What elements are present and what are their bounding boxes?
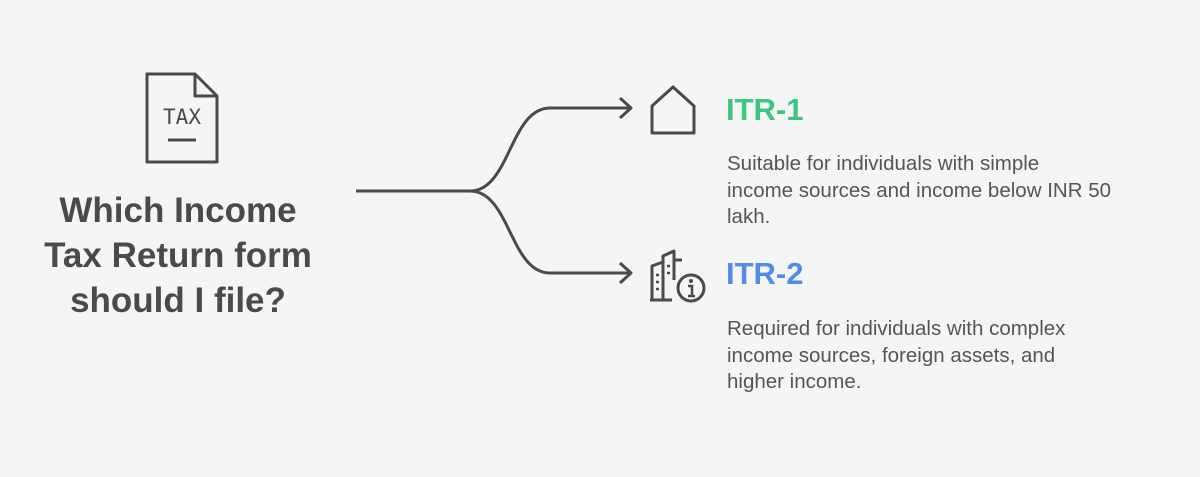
house-icon — [650, 85, 696, 135]
question-line-2: Tax Return form — [44, 236, 312, 275]
question-line-3: should I file? — [70, 281, 286, 320]
option-1-title: ITR-1 — [726, 92, 804, 127]
option-1-description: Suitable for individuals with simple inc… — [727, 151, 1167, 231]
question-line-1: Which Income — [59, 191, 297, 230]
option-1-description-line: income sources and income below INR 50 — [727, 178, 1111, 202]
option-2-title: ITR-2 — [726, 256, 804, 291]
question-heading: Which Income Tax Return form should I fi… — [28, 188, 328, 323]
option-1-description-line: lakh. — [727, 205, 771, 228]
option-2-description: Required for individuals with complex in… — [727, 316, 1167, 396]
option-2-description-line: higher income. — [727, 370, 862, 393]
arrow-head-icon — [618, 96, 633, 120]
option-2-description-line: Required for individuals with complex — [727, 317, 1066, 340]
option-1-description-line: Suitable for individuals with simple — [727, 152, 1040, 175]
branch-connector — [356, 96, 633, 285]
tax-document-icon: TAX — [145, 72, 219, 164]
tax-label: TAX — [163, 105, 201, 129]
building-info-icon — [650, 249, 706, 303]
option-2-description-line: income sources, foreign assets, and — [727, 343, 1056, 367]
arrow-head-icon — [618, 261, 633, 285]
